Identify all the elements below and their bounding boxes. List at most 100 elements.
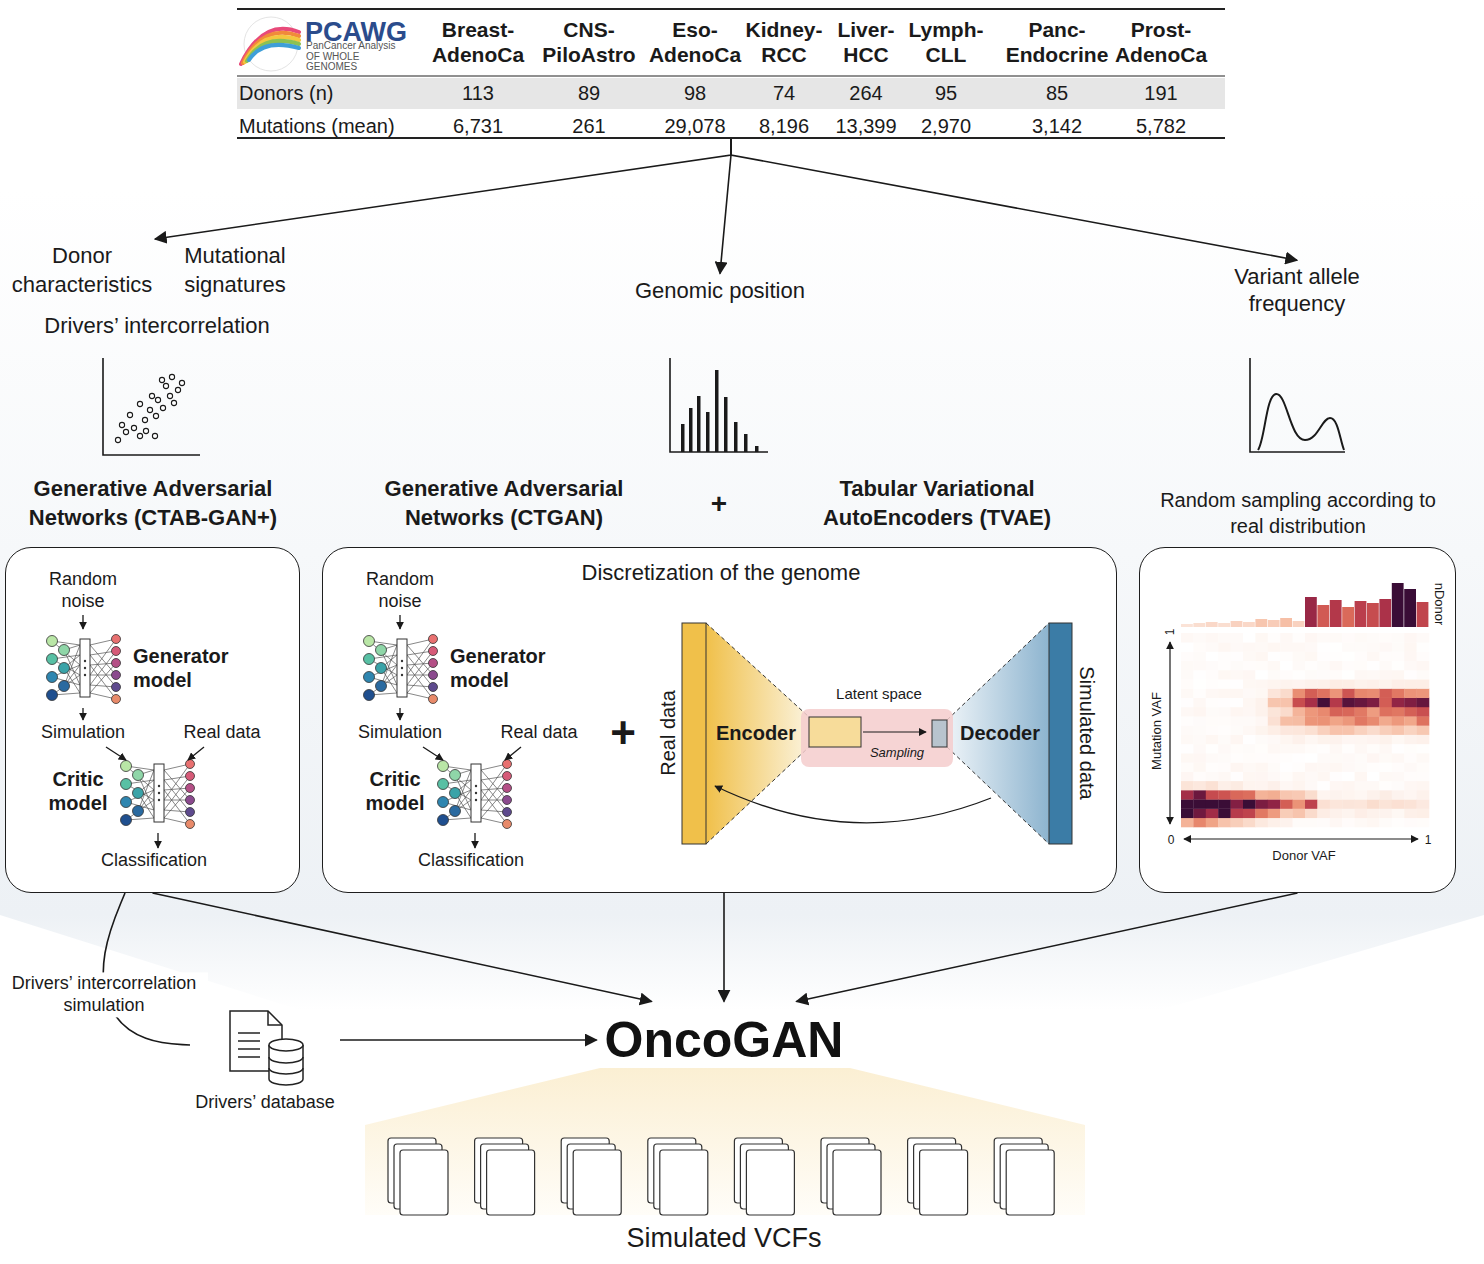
- scatter-point: [153, 413, 158, 418]
- heatmap-cell: [1379, 809, 1392, 819]
- scatter-axes: [103, 358, 200, 455]
- heatmap-cell: [1355, 818, 1368, 828]
- model-label: Generator model: [450, 644, 555, 693]
- flow-label: Real data: [183, 722, 260, 744]
- flow-arrow: [399, 615, 400, 629]
- heatmap-cell: [1317, 661, 1330, 671]
- heatmap-cell: [1379, 661, 1392, 671]
- heatmap-cell: [1317, 781, 1330, 791]
- network-node: [59, 663, 70, 674]
- network-node: [112, 635, 121, 644]
- document-line: [238, 1056, 260, 1058]
- heatmap-cell: [1342, 661, 1355, 671]
- axis-arrow: [1184, 838, 1418, 839]
- table-header: Lymph- CLL: [908, 17, 983, 67]
- hidden-dot: [475, 785, 477, 787]
- heatmap-cell: [1392, 642, 1405, 652]
- network-node: [429, 647, 438, 656]
- logo-arc: [243, 33, 299, 63]
- reconstruction-arrow: [715, 786, 991, 823]
- heatmap-cell: [1255, 651, 1268, 661]
- heatmap-cell: [1330, 818, 1343, 828]
- flow-arrow: [157, 833, 158, 848]
- heatmap-cell: [1305, 818, 1318, 828]
- heatmap-cell: [1206, 772, 1219, 782]
- heatmap-cell: [1243, 781, 1256, 791]
- scatter-point: [137, 433, 142, 438]
- data-table: PCAWGPanCancer Analysis OF WHOLE GENOMES…: [237, 8, 1225, 139]
- heatmap-cell: [1181, 762, 1194, 772]
- heatmap-cell: [1305, 698, 1318, 708]
- heatmap-cell: [1367, 790, 1380, 800]
- histogram-bar: [715, 370, 719, 452]
- logo-arc: [245, 37, 299, 62]
- donor-bar: [1305, 597, 1317, 627]
- scatter-point: [155, 397, 160, 402]
- heatmap-cell: [1417, 707, 1430, 717]
- heatmap-cell: [1330, 799, 1343, 809]
- histogram-bar: [755, 446, 759, 452]
- heatmap-cell: [1355, 642, 1368, 652]
- network-node: [186, 772, 195, 781]
- heatmap-cell: [1255, 762, 1268, 772]
- heatmap-cell: [1280, 661, 1293, 671]
- network-icon: [121, 760, 195, 829]
- heatmap-cell: [1293, 790, 1306, 800]
- donor-bar: [1355, 601, 1367, 627]
- heatmap-cell: [1342, 781, 1355, 791]
- heatmap-cell: [1342, 809, 1355, 819]
- table-header: Prost- AdenoCa: [1115, 17, 1207, 67]
- heatmap-cell: [1417, 772, 1430, 782]
- heatmap-cell: [1355, 790, 1368, 800]
- heatmap-cell: [1231, 790, 1244, 800]
- heatmap-cell: [1379, 762, 1392, 772]
- heatmap-cell: [1379, 735, 1392, 745]
- heatmap-cell: [1206, 642, 1219, 652]
- heatmap-cell: [1255, 735, 1268, 745]
- heatmap-cell: [1367, 753, 1380, 763]
- heatmap-cell: [1193, 744, 1206, 754]
- network-node: [376, 663, 387, 674]
- heatmap-cell: [1243, 762, 1256, 772]
- network-link: [481, 790, 507, 824]
- heatmap-cell: [1404, 725, 1417, 735]
- heatmap-cell: [1280, 679, 1293, 689]
- heatmap-cell: [1330, 688, 1343, 698]
- latent-vector: [809, 717, 861, 747]
- heatmap-cell: [1293, 698, 1306, 708]
- heatmap-cell: [1268, 818, 1281, 828]
- heatmap-cell: [1206, 670, 1219, 680]
- table-header: Kidney- RCC: [745, 17, 822, 67]
- feature-label: Drivers’ intercorrelation: [44, 313, 269, 340]
- heatmap-cell: [1243, 735, 1256, 745]
- scatter-point: [179, 380, 184, 385]
- heatmap-cell: [1317, 762, 1330, 772]
- heatmap-cell: [1355, 799, 1368, 809]
- heatmap-cell: [1392, 661, 1405, 671]
- table-cell: 191: [1144, 81, 1177, 105]
- table-cell: 95: [935, 81, 957, 105]
- axis-label: Mutation VAF: [1149, 692, 1165, 770]
- heatmap-cell: [1355, 661, 1368, 671]
- table-cell: 5,782: [1136, 114, 1186, 138]
- heatmap-cell: [1231, 799, 1244, 809]
- heatmap-cell: [1268, 642, 1281, 652]
- heatmap-cell: [1280, 790, 1293, 800]
- network-node: [376, 645, 387, 656]
- heatmap-cell: [1417, 753, 1430, 763]
- heatmap-cell: [1243, 688, 1256, 698]
- background-funnel: [0, 915, 1484, 1010]
- heatmap-cell: [1379, 651, 1392, 661]
- heatmap-cell: [1268, 790, 1281, 800]
- heatmap-cell: [1404, 679, 1417, 689]
- dashed-edge: [947, 623, 1049, 720]
- database-top: [269, 1039, 303, 1051]
- heatmap-cell: [1255, 725, 1268, 735]
- row-label: Donors (n): [239, 81, 333, 105]
- scatter-point: [159, 377, 164, 382]
- heatmap-cell: [1305, 651, 1318, 661]
- network-node: [438, 797, 449, 808]
- logo-subtitle: PanCancer Analysis OF WHOLE GENOMES: [306, 41, 406, 73]
- heatmap-cell: [1305, 707, 1318, 717]
- flow-arrow: [474, 833, 475, 848]
